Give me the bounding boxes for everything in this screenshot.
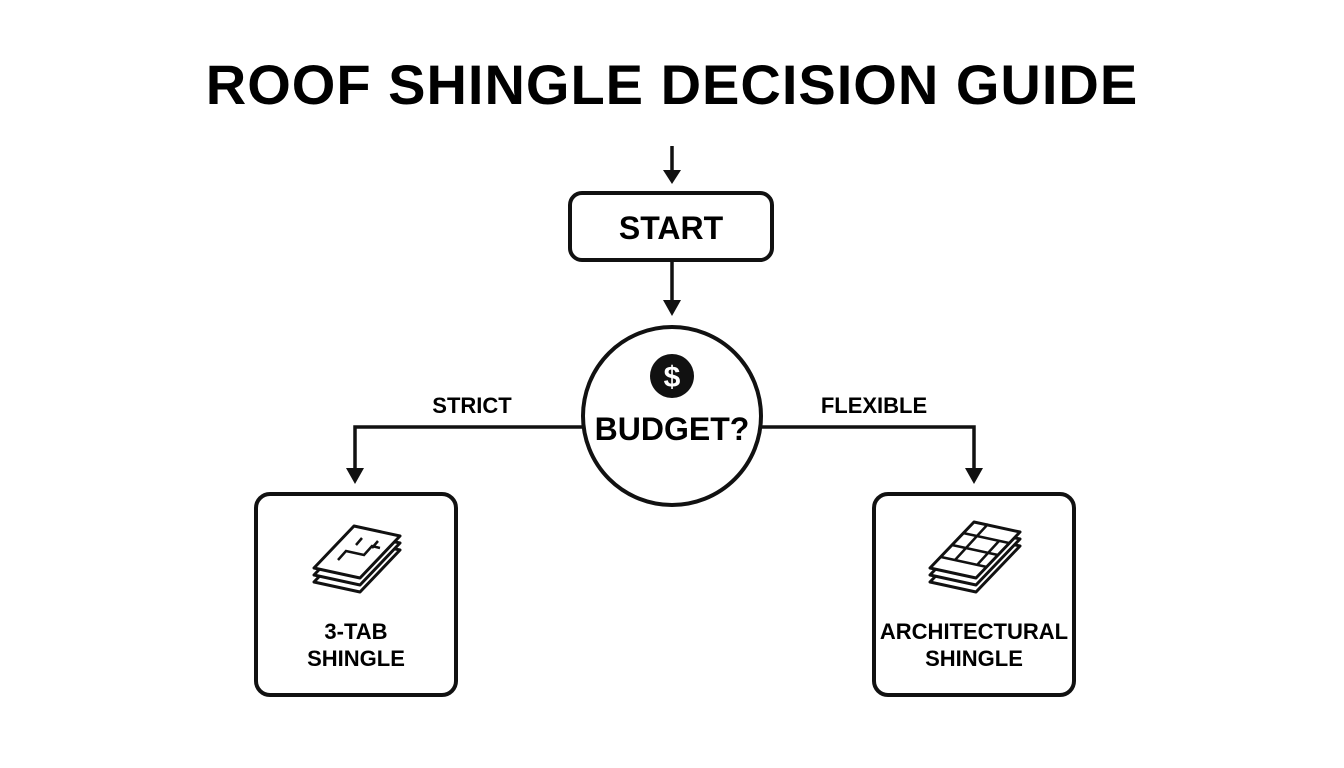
three-tab-shingle-icon: [312, 524, 402, 594]
budget-decision-circle: [581, 325, 763, 507]
architectural-shingle-icon: [928, 520, 1022, 594]
dollar-glyph: $: [664, 361, 681, 394]
dollar-icon: $: [650, 354, 694, 398]
flexible-branch-arrowhead: [965, 468, 983, 484]
architectural-shingle-label-line2: SHINGLE: [925, 646, 1023, 671]
three-tab-shingle-label-line1: 3-TAB: [324, 619, 387, 644]
flexible-branch-label: FLEXIBLE: [821, 393, 927, 418]
budget-decision-node: $ BUDGET?: [581, 325, 763, 507]
architectural-shingle-box: [872, 492, 1076, 697]
diagram-title: ROOF SHINGLE DECISION GUIDE: [206, 53, 1138, 116]
three-tab-shingle-label-line2: SHINGLE: [307, 646, 405, 671]
flexible-branch-connector: [761, 425, 976, 474]
start-node-box: [568, 191, 774, 262]
entry-arrowhead: [663, 170, 681, 184]
budget-decision-label: BUDGET?: [595, 411, 750, 447]
three-tab-shingle-node: 3-TAB SHINGLE: [254, 492, 458, 697]
strict-branch-label: STRICT: [432, 393, 512, 418]
strict-branch-connector: [353, 425, 583, 474]
architectural-shingle-node: ARCHITECTURAL SHINGLE: [872, 492, 1076, 697]
start-to-decision-arrowhead: [663, 300, 681, 316]
three-tab-shingle-box: [254, 492, 458, 697]
start-node-label: START: [619, 210, 724, 246]
strict-branch-arrowhead: [346, 468, 364, 484]
start-node: START: [568, 191, 774, 262]
architectural-shingle-label-line1: ARCHITECTURAL: [880, 619, 1068, 644]
